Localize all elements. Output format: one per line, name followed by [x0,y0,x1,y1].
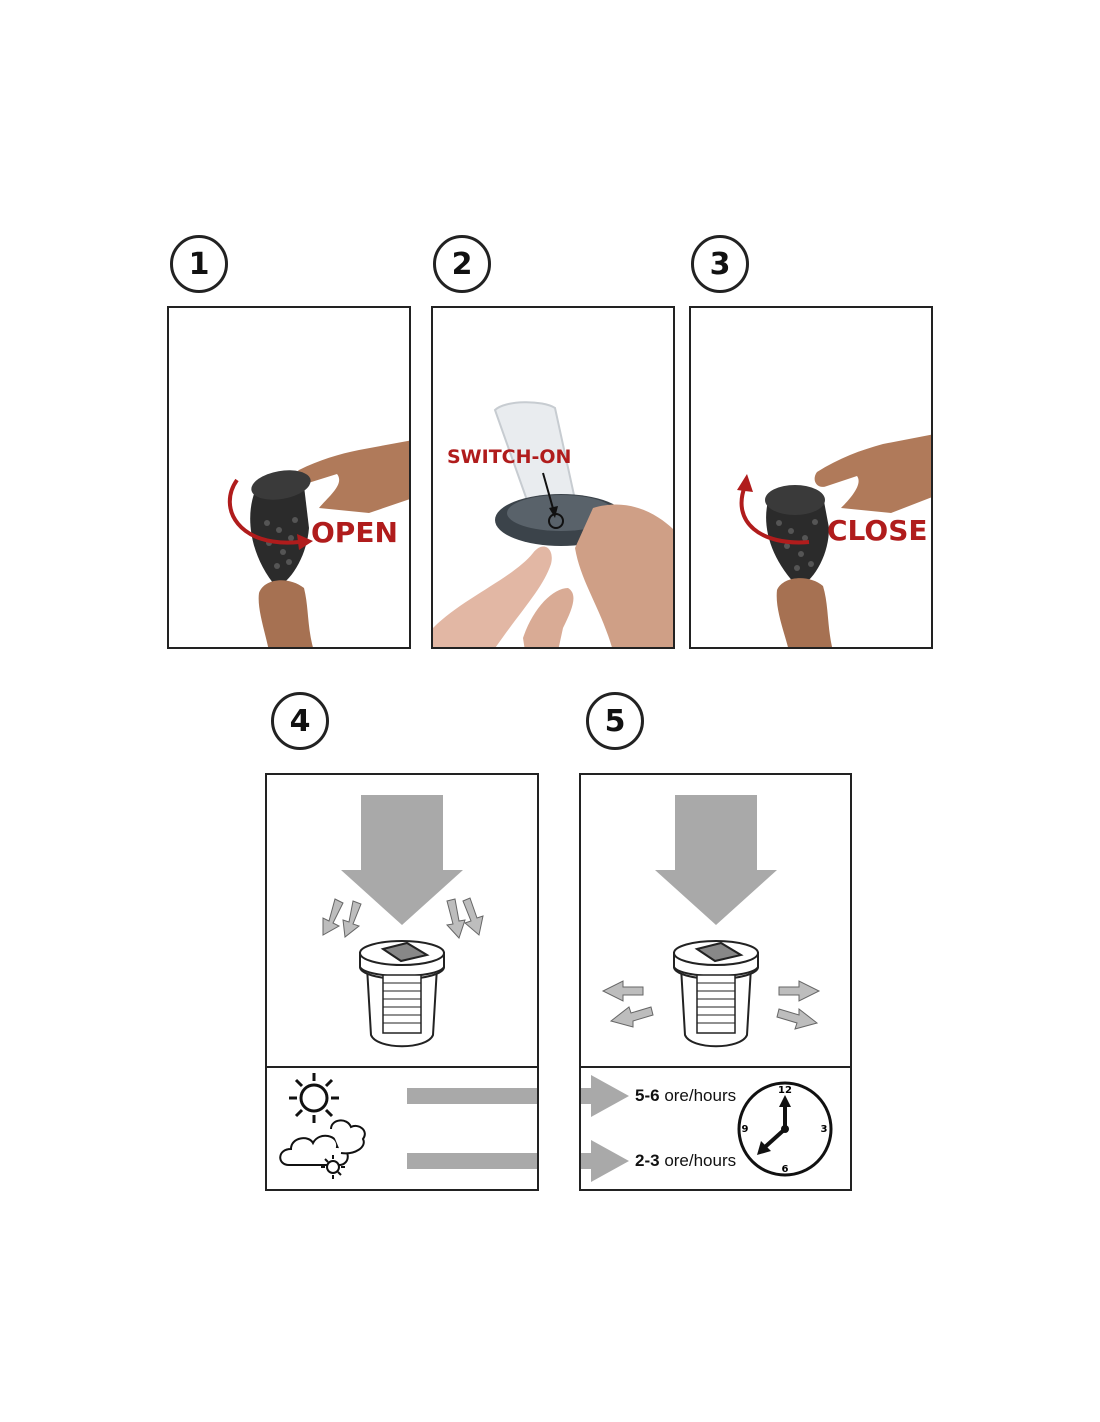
clock-number-3: 3 [821,1124,828,1135]
step-4-panel [265,773,539,1191]
step-5-illustration: 12 3 6 9 [581,795,850,1182]
step-1-panel: OPEN [167,306,411,649]
sunny-charge-time: 5-6 ore/hours [635,1086,736,1106]
down-arrow-icon [341,795,463,925]
right-arrow-icon [581,1075,629,1117]
sunny-charge-range: 5-6 [635,1086,660,1105]
switch-on-label: SWITCH-ON [447,446,572,468]
sun-icon [289,1073,339,1123]
close-lamp-photo [737,434,931,647]
cloudy-charge-time: 2-3 ore/hours [635,1151,736,1171]
step-5-panel: 12 3 6 9 5-6 ore/hours 2-3 ore/hours [579,773,852,1191]
open-lamp-photo [227,440,409,647]
step-4-badge: 4 [271,692,329,750]
cloud-sun-icon [279,1119,366,1179]
step-3-panel: CLOSE [689,306,933,649]
clock-icon: 12 3 6 9 [737,1081,833,1177]
clock-number-9: 9 [742,1124,749,1135]
solar-lamp-icon [359,940,445,1048]
step-4-illustration [267,795,537,1179]
cloudy-charge-unit: ore/hours [664,1151,737,1170]
switch-on-photo [433,401,673,647]
close-label: CLOSE [827,514,928,547]
step-3-badge: 3 [691,235,749,293]
open-label: OPEN [311,516,398,549]
clock-number-12: 12 [778,1085,792,1096]
down-arrow-icon [655,795,777,925]
right-arrow-icon [581,1140,629,1182]
cloudy-charge-range: 2-3 [635,1151,660,1170]
sunny-charge-unit: ore/hours [664,1086,737,1105]
solar-lamp-icon [673,940,759,1048]
clock-number-6: 6 [782,1164,789,1175]
step-2-badge: 2 [433,235,491,293]
step-1-badge: 1 [170,235,228,293]
step-5-badge: 5 [586,692,644,750]
step-2-panel: SWITCH-ON [431,306,675,649]
